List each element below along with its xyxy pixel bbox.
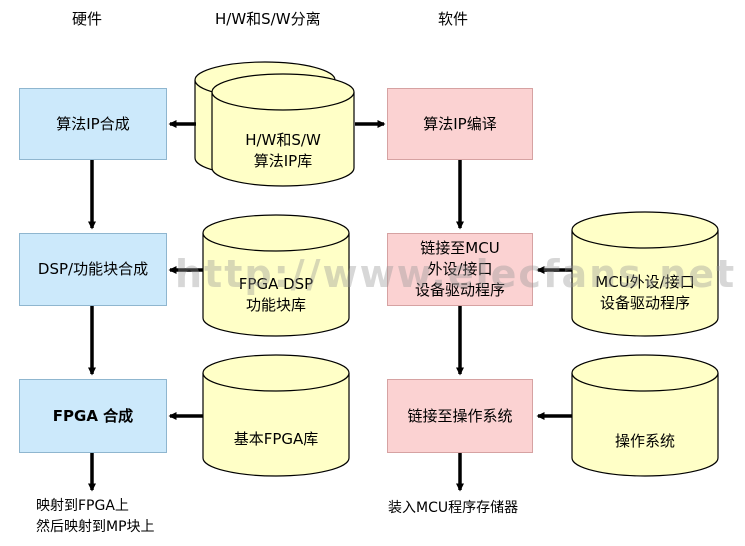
link-mcu-line-2: 外设/接口 [427, 260, 493, 278]
hw-sw-library-line-2: 算法IP库 [253, 152, 313, 170]
link-mcu-box: 链接至MCU 外设/接口 设备驱动程序 [387, 233, 533, 306]
os-caption: 操作系统 [572, 428, 718, 454]
fpga-base-library-label: 基本FPGA库 [233, 429, 319, 448]
fpga-dsp-library-line-2: 功能块库 [245, 296, 306, 314]
ip-synthesis-label: 算法IP合成 [56, 114, 130, 133]
mcu-drivers-line-2: 设备驱动程序 [599, 294, 690, 312]
fpga-base-library-cylinder [202, 354, 350, 477]
mcu-drivers-line-1: MCU外设/接口 [595, 273, 695, 291]
header-split: H/W和S/W分离 [215, 10, 321, 28]
fpga-synthesis-label: FPGA 合成 [52, 406, 134, 425]
hw-output-line-2: 然后映射到MP块上 [36, 519, 155, 535]
hw-sw-library-caption: H/W和S/W 算法IP库 [212, 128, 354, 174]
mcu-drivers-caption: MCU外设/接口 设备驱动程序 [572, 270, 718, 316]
ip-synthesis-box: 算法IP合成 [19, 88, 167, 160]
fpga-dsp-library-line-1: FPGA DSP [238, 275, 314, 293]
watermark: http://www.elecfans.net [175, 252, 737, 296]
ip-compile-label: 算法IP编译 [423, 114, 497, 133]
fpga-base-library-caption: 基本FPGA库 [203, 426, 349, 452]
header-software: 软件 [438, 10, 469, 28]
dsp-synthesis-box: DSP/功能块合成 [19, 233, 167, 306]
ip-compile-box: 算法IP编译 [387, 88, 533, 160]
link-os-label: 链接至操作系统 [407, 406, 513, 425]
fpga-synthesis-box: FPGA 合成 [19, 379, 167, 453]
link-os-box: 链接至操作系统 [387, 379, 533, 453]
os-cylinder [571, 354, 719, 477]
fpga-dsp-library-cylinder [202, 214, 350, 337]
mcu-drivers-cylinder [571, 211, 719, 337]
link-mcu-line-3: 设备驱动程序 [414, 281, 505, 299]
hw-sw-library-line-1: H/W和S/W [245, 131, 321, 149]
header-hardware: 硬件 [72, 10, 103, 28]
hw-output-line-1: 映射到FPGA上 [36, 498, 129, 514]
fpga-dsp-library-caption: FPGA DSP 功能块库 [203, 272, 349, 318]
dsp-synthesis-label: DSP/功能块合成 [37, 260, 149, 278]
link-mcu-line-1: 链接至MCU [420, 239, 500, 257]
sw-output-label: 装入MCU程序存储器 [388, 500, 519, 516]
hw-sw-library-cylinder [211, 73, 355, 187]
os-label: 操作系统 [614, 431, 675, 450]
